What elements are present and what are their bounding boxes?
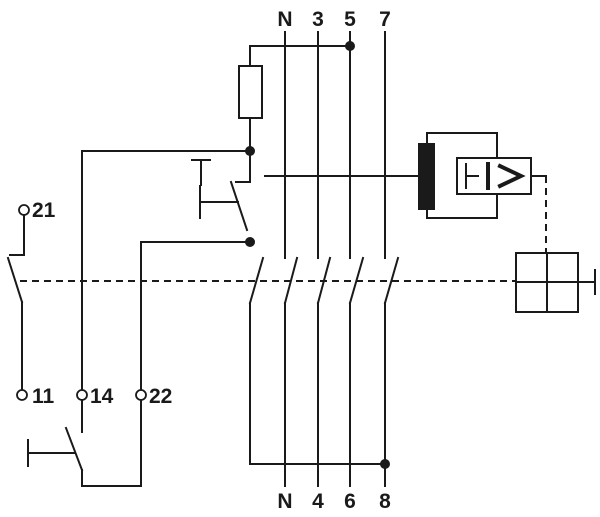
resistor: [238, 65, 263, 119]
aux-label-21: 21: [32, 199, 56, 222]
aux-contact-14-22: [64, 150, 147, 487]
aux-actuator-icon: [27, 439, 75, 467]
trip-relay: I >: [456, 157, 547, 253]
bottom-label-8: 8: [379, 490, 391, 513]
junction-dot-top: [345, 41, 355, 51]
test-circuit: [81, 45, 351, 243]
main-conductors-lower: [249, 302, 386, 487]
terminal-22: [135, 389, 147, 401]
latch-mechanism: [515, 252, 596, 313]
bottom-label-4: 4: [312, 490, 324, 513]
bottom-label-n: N: [277, 490, 292, 513]
aux-label-22: 22: [149, 385, 172, 408]
main-conductors-upper: [284, 31, 386, 259]
test-button-icon: [191, 159, 239, 219]
terminal-21: [18, 204, 30, 216]
top-label-n: N: [277, 8, 292, 31]
aux-contact-21-11: [6, 204, 30, 401]
trip-relay-symbol: I >: [510, 198, 512, 201]
top-label-7: 7: [379, 8, 391, 31]
bottom-label-6: 6: [344, 490, 356, 513]
terminal-14: [76, 389, 88, 401]
terminal-11: [16, 389, 28, 401]
aux-label-14: 14: [90, 385, 114, 408]
transformer-core: [418, 143, 435, 210]
top-label-3: 3: [312, 8, 324, 31]
junction-dot-test-upper: [245, 146, 255, 156]
junction-dot-bottom: [380, 459, 390, 469]
aux-label-11: 11: [32, 385, 55, 408]
summation-transformer: [264, 132, 498, 219]
top-label-5: 5: [344, 8, 356, 31]
junction-dot-test-lower: [245, 237, 255, 247]
